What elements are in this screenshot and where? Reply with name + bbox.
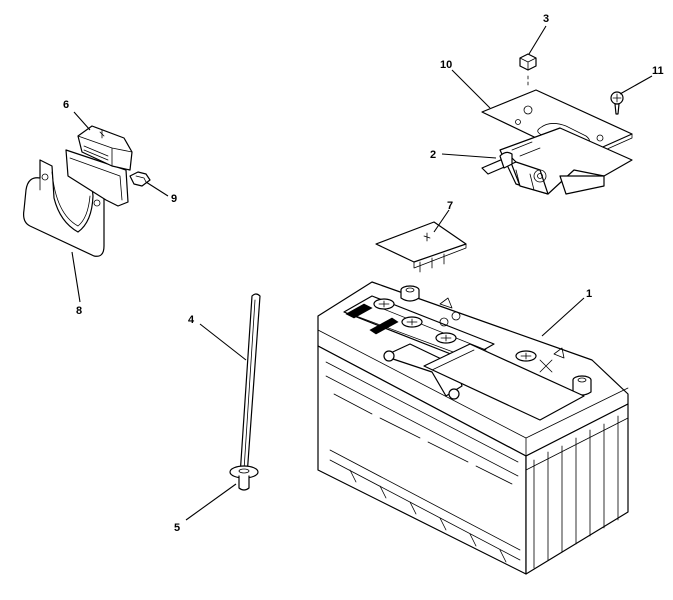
part-2-clamp-lever <box>481 151 517 175</box>
warning-symbols <box>439 297 565 373</box>
callout-5: 5 <box>174 522 180 534</box>
leader-lines <box>71 25 653 521</box>
callout-2: 2 <box>430 149 436 161</box>
callout-8: 8 <box>76 305 82 317</box>
positive-terminal-post <box>572 375 592 396</box>
part-7-cover-plate <box>375 221 467 273</box>
part-9-bolt <box>129 171 151 187</box>
part-1-battery <box>317 281 629 575</box>
part-3-bolt <box>519 53 537 89</box>
part-5-washer <box>229 465 259 491</box>
part-11-screw <box>610 91 624 115</box>
callout-1: 1 <box>586 288 592 300</box>
part-6-terminal-cover <box>65 125 133 207</box>
part-4-hold-down-rod <box>239 293 261 477</box>
callout-labels: 1 2 3 4 5 6 7 8 9 10 11 <box>63 13 664 534</box>
callout-11: 11 <box>652 65 664 77</box>
callout-9: 9 <box>171 193 177 205</box>
part-8-battery-strap <box>23 159 105 257</box>
callout-7: 7 <box>447 200 453 212</box>
part-10-battery-bracket <box>481 89 633 195</box>
callout-10: 10 <box>440 59 452 71</box>
negative-terminal-post <box>400 285 420 302</box>
callout-3: 3 <box>543 13 549 25</box>
callout-4: 4 <box>188 314 195 326</box>
callout-6: 6 <box>63 99 69 111</box>
